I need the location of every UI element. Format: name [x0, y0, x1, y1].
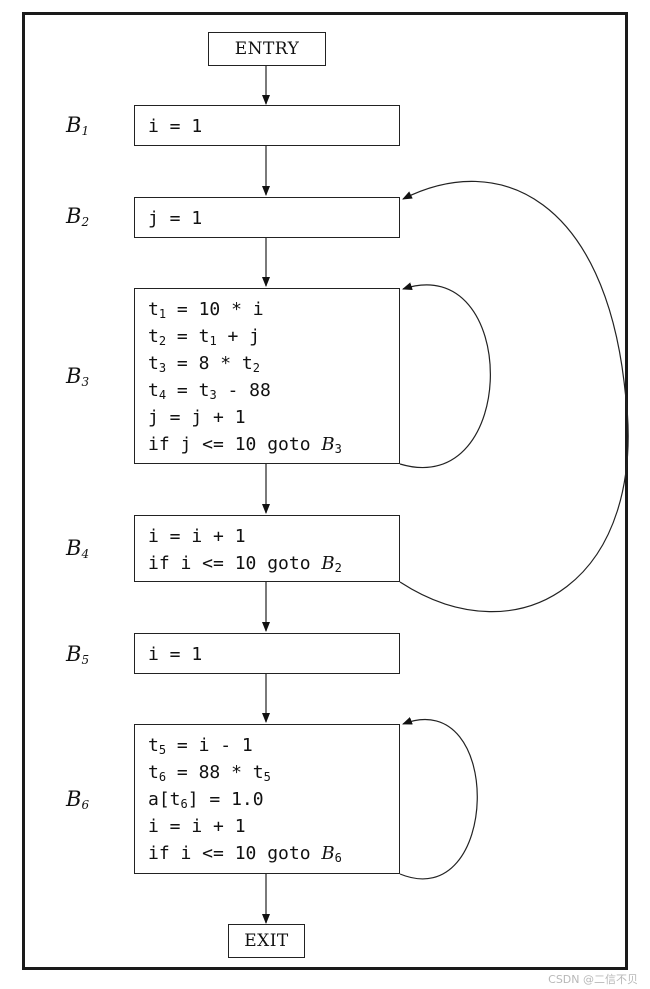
block-label-main: B — [66, 364, 82, 388]
code-line: i = 1 — [148, 113, 399, 140]
code-subscript: 6 — [180, 797, 188, 811]
code-subscript: 1 — [209, 334, 217, 348]
block-ref: B — [321, 434, 335, 455]
code-subscript: 5 — [263, 770, 271, 784]
code-text: = t — [166, 326, 210, 347]
exit-node: EXIT — [228, 924, 305, 958]
code-text: if j <= 10 goto — [148, 434, 322, 455]
code-line: t1 = 10 * i — [148, 296, 399, 323]
block-label-sub: 4 — [81, 547, 90, 561]
code-subscript: 6 — [158, 770, 167, 784]
code-text: i = i + 1 — [148, 816, 246, 837]
code-line: if j <= 10 goto B3 — [148, 431, 399, 458]
code-text: a[t — [148, 789, 181, 810]
code-text: t — [148, 735, 159, 756]
code-subscript: 3 — [158, 361, 167, 375]
code-subscript: 1 — [158, 307, 167, 321]
code-text: t — [148, 353, 159, 374]
code-subscript: 6 — [334, 851, 342, 865]
block-b5: i = 1 — [134, 633, 400, 674]
code-text: ] = 1.0 — [187, 789, 264, 810]
code-line: j = j + 1 — [148, 404, 399, 431]
code-text: t — [148, 326, 159, 347]
code-text: j = 1 — [148, 208, 203, 229]
code-text: j = j + 1 — [148, 407, 246, 428]
code-line: i = i + 1 — [148, 523, 399, 550]
code-line: j = 1 — [148, 205, 399, 232]
code-subscript: 4 — [158, 388, 167, 402]
block-b2: j = 1 — [134, 197, 400, 238]
block-label-main: B — [66, 787, 82, 811]
code-subscript: 3 — [334, 442, 342, 456]
code-text: + j — [216, 326, 261, 347]
code-text: i = 1 — [148, 644, 203, 665]
code-text: - 88 — [216, 380, 271, 401]
label-b6: B6 — [66, 787, 89, 812]
code-text: t — [148, 299, 159, 320]
code-text: i = 1 — [148, 116, 203, 137]
code-text: if i <= 10 goto — [148, 553, 322, 574]
block-b1: i = 1 — [134, 105, 400, 146]
label-b4: B4 — [66, 536, 89, 561]
code-text: = 88 * t — [166, 762, 264, 783]
code-subscript: 2 — [252, 361, 261, 375]
code-subscript: 2 — [158, 334, 167, 348]
block-label-main: B — [66, 113, 82, 137]
code-line: t3 = 8 * t2 — [148, 350, 399, 377]
block-ref: B — [321, 843, 335, 864]
block-ref: B — [321, 553, 335, 574]
label-b3: B3 — [66, 364, 89, 389]
edge-b3-loop — [399, 282, 491, 468]
block-label-sub: 5 — [81, 653, 90, 667]
code-text: i = i + 1 — [148, 526, 246, 547]
block-label-main: B — [66, 204, 82, 228]
code-text: = i - 1 — [166, 735, 253, 756]
edge-b4-to-b2 — [399, 180, 629, 613]
code-text: = 10 * i — [166, 299, 264, 320]
code-text: = 8 * t — [166, 353, 253, 374]
code-line: a[t6] = 1.0 — [148, 786, 399, 813]
block-label-sub: 2 — [81, 215, 90, 229]
block-label-main: B — [66, 536, 82, 560]
block-label-main: B — [66, 642, 82, 666]
block-label-sub: 1 — [81, 124, 90, 138]
code-text: = t — [166, 380, 210, 401]
code-line: t2 = t1 + j — [148, 323, 399, 350]
label-b5: B5 — [66, 642, 89, 667]
code-subscript: 3 — [209, 388, 217, 402]
exit-label: EXIT — [244, 931, 289, 951]
edge-b6-loop — [399, 717, 478, 880]
block-label-sub: 6 — [81, 798, 90, 812]
entry-node: ENTRY — [208, 32, 326, 66]
code-text: t — [148, 762, 159, 783]
label-b1: B1 — [66, 113, 89, 138]
block-b4: i = i + 1 if i <= 10 goto B2 — [134, 515, 400, 582]
watermark: CSDN @二信不贝 — [548, 973, 638, 986]
code-line: t6 = 88 * t5 — [148, 759, 399, 786]
code-line: t5 = i - 1 — [148, 732, 399, 759]
label-b2: B2 — [66, 204, 89, 229]
code-subscript: 5 — [158, 743, 167, 757]
block-label-sub: 3 — [81, 375, 90, 389]
code-line: t4 = t3 - 88 — [148, 377, 399, 404]
code-line: i = 1 — [148, 641, 399, 668]
code-text: t — [148, 380, 159, 401]
code-line: if i <= 10 goto B6 — [148, 840, 399, 867]
entry-label: ENTRY — [234, 39, 300, 59]
code-text: if i <= 10 goto — [148, 843, 322, 864]
code-subscript: 2 — [334, 561, 342, 575]
code-line: if i <= 10 goto B2 — [148, 550, 399, 577]
code-line: i = i + 1 — [148, 813, 399, 840]
